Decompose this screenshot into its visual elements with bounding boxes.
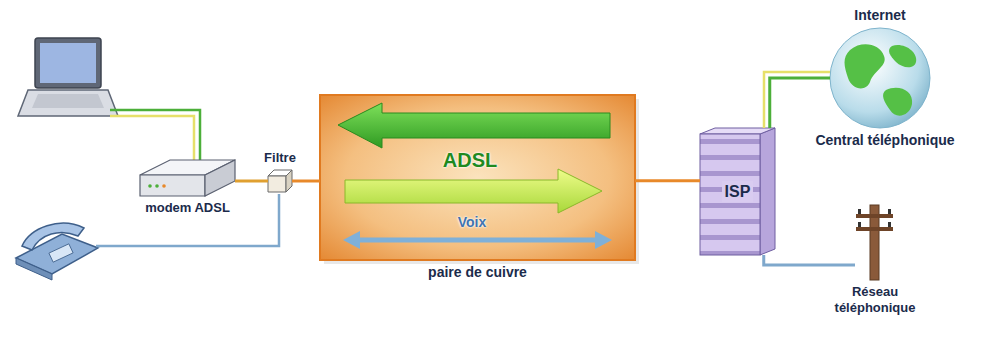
crossbar [856, 214, 893, 218]
insulator [888, 209, 891, 214]
telephone-pole [856, 205, 893, 280]
telephone-icon [16, 223, 98, 280]
laptop-screen [40, 43, 96, 83]
isp-building [700, 128, 775, 255]
modem-icon [140, 160, 235, 196]
modem-front [140, 175, 205, 196]
phone-body-side [16, 258, 52, 280]
laptop-keyboard [32, 94, 104, 108]
node-label: ISP [722, 181, 754, 202]
filter-front [268, 176, 286, 192]
wire-connector [764, 255, 855, 265]
laptop-icon [18, 38, 118, 116]
voice-arrowhead [595, 231, 612, 249]
insulator [858, 222, 861, 227]
insulator [888, 222, 891, 227]
phone-keypad [49, 244, 73, 262]
globe-icon [830, 28, 930, 128]
modem-led [148, 184, 152, 188]
node-label: Réseau téléphonique [820, 284, 930, 315]
laptop-base [18, 90, 118, 116]
node-label: modem ADSL [145, 200, 230, 216]
voice-arrow [356, 238, 600, 243]
filter-box: Filtre [268, 170, 292, 192]
modem-led [162, 184, 166, 188]
phone-wire [96, 194, 279, 246]
node-label: paire de cuivre [428, 264, 527, 281]
filter-icon [268, 170, 292, 192]
wire-connector [770, 78, 830, 128]
adsl-label: ADSL [443, 149, 497, 172]
globe [830, 28, 930, 128]
central-office-label: Central téléphonique [815, 132, 954, 148]
network-wire [764, 72, 832, 128]
continent [845, 44, 885, 88]
continent [889, 45, 916, 67]
network-wire [110, 110, 200, 162]
node-label: Filtre [264, 150, 296, 166]
building-front [700, 134, 760, 255]
copper-pair-box: paire de cuivre [320, 95, 635, 260]
network-wire [110, 116, 194, 165]
isp-box: ISP [700, 128, 775, 255]
crossbar [856, 227, 893, 231]
downstream-arrow [338, 103, 610, 148]
wire-connector [292, 180, 320, 183]
building-side [760, 128, 775, 255]
insulator [858, 209, 861, 214]
voice-label: Voix [458, 214, 487, 230]
node-label: Internet [854, 7, 905, 24]
modem-led [155, 184, 159, 188]
telephone-network-pole: Réseau téléphonique [855, 205, 895, 280]
filter-side [286, 170, 292, 192]
phone-handset [22, 223, 84, 250]
continent [883, 88, 912, 116]
wire-connector [635, 179, 700, 182]
internet-globe: Internet [830, 28, 930, 128]
modem-box: modem ADSL [140, 160, 235, 196]
laptop-screen-frame [35, 38, 101, 88]
voice-arrowhead [343, 231, 360, 249]
copper-pair-box [320, 95, 635, 260]
modem-side [205, 160, 235, 196]
wire-connector [235, 179, 268, 182]
building-roof [700, 128, 775, 134]
upstream-arrow [345, 169, 602, 213]
